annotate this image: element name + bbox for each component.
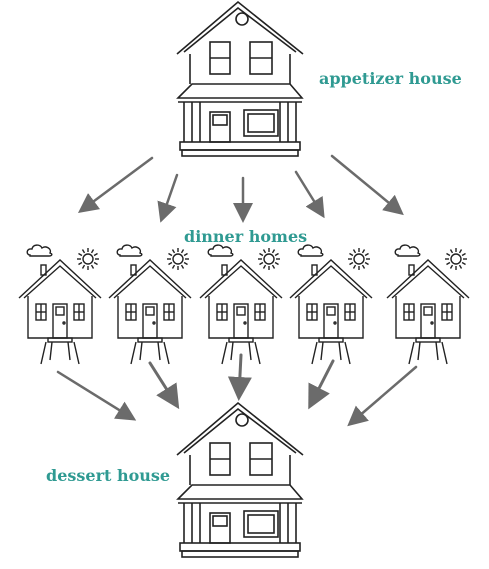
dinner-home-icon-1 (18, 244, 102, 365)
arrow-dinner-3-to-dessert (227, 353, 252, 401)
dinner-home-icon-4 (289, 244, 373, 365)
dessert-house-icon (176, 401, 304, 558)
sun-icon (167, 248, 189, 270)
arrow-dinner-4-to-dessert (308, 359, 335, 410)
dinner-home-icon-5 (386, 244, 470, 365)
appetizer-house-icon (176, 0, 304, 157)
arrow-appetizer-to-dinner-2 (157, 173, 179, 223)
arrow-appetizer-to-dinner-5 (330, 154, 404, 216)
dinner-home-icon-3 (199, 244, 283, 365)
appetizer-house-label: appetizer house (319, 69, 462, 88)
arrow-appetizer-to-dinner-4 (294, 170, 325, 219)
arrow-dinner-5-to-dessert (347, 365, 418, 427)
dinner-homes-label: dinner homes (184, 227, 308, 246)
sun-icon (258, 248, 280, 270)
dessert-house-label: dessert house (46, 466, 171, 485)
cloud-icon (116, 244, 143, 257)
cloud-icon (297, 244, 324, 257)
arrow-dinner-1-to-dessert (56, 370, 137, 421)
sun-icon (77, 248, 99, 270)
sun-icon (348, 248, 370, 270)
arrow-dinner-2-to-dessert (148, 361, 180, 410)
dinner-home-icon-2 (108, 244, 192, 365)
sun-icon (445, 248, 467, 270)
cloud-icon (26, 244, 53, 257)
cloud-icon (207, 244, 234, 257)
arrow-appetizer-to-dinner-1 (77, 156, 154, 213)
cloud-icon (394, 244, 421, 257)
